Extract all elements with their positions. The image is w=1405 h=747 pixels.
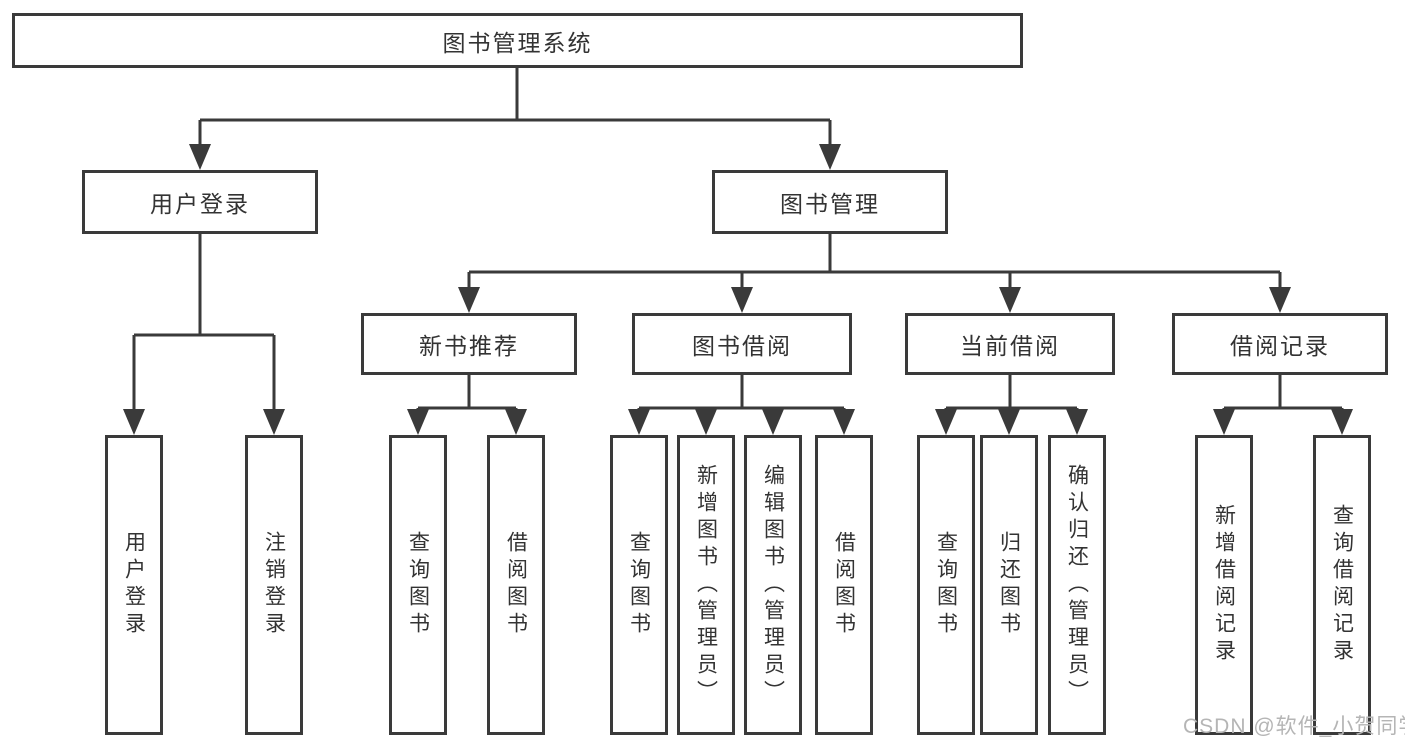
leaf-borrow-books-recommend-label: 借阅图书 bbox=[504, 531, 528, 639]
leaf-confirm-return-admin-label: 确认归还（管理员） bbox=[1065, 463, 1089, 707]
node-book-borrowing-label: 图书借阅 bbox=[692, 333, 792, 359]
node-new-book-recommend-label: 新书推荐 bbox=[419, 333, 519, 359]
node-user-login: 用户登录 bbox=[82, 170, 318, 234]
leaf-query-books-current-label: 查询图书 bbox=[934, 531, 958, 639]
leaf-add-books-admin-label: 新增图书（管理员） bbox=[694, 463, 718, 707]
leaf-query-books-borrowing: 查询图书 bbox=[610, 435, 668, 735]
node-root: 图书管理系统 bbox=[12, 13, 1023, 68]
leaf-user-login: 用户登录 bbox=[105, 435, 163, 735]
node-root-label: 图书管理系统 bbox=[442, 29, 593, 56]
leaf-edit-books-admin-label: 编辑图书（管理员） bbox=[761, 463, 785, 707]
leaf-user-login-label: 用户登录 bbox=[122, 531, 146, 639]
node-current-borrowing: 当前借阅 bbox=[905, 313, 1115, 375]
leaf-confirm-return-admin: 确认归还（管理员） bbox=[1048, 435, 1106, 735]
node-book-management-label: 图书管理 bbox=[780, 191, 880, 217]
leaf-add-borrow-record-label: 新增借阅记录 bbox=[1212, 504, 1236, 666]
leaf-borrow-books-recommend: 借阅图书 bbox=[487, 435, 545, 735]
leaf-query-books-recommend-label: 查询图书 bbox=[406, 531, 430, 639]
leaf-add-borrow-record: 新增借阅记录 bbox=[1195, 435, 1253, 735]
node-book-management: 图书管理 bbox=[712, 170, 948, 234]
arrowhead-icons bbox=[123, 144, 1353, 435]
leaf-logout-login: 注销登录 bbox=[245, 435, 303, 735]
leaf-return-books-label: 归还图书 bbox=[997, 531, 1021, 639]
leaf-return-books: 归还图书 bbox=[980, 435, 1038, 735]
node-borrowing-records-label: 借阅记录 bbox=[1230, 333, 1330, 359]
leaf-query-books-current: 查询图书 bbox=[917, 435, 975, 735]
leaf-logout-login-label: 注销登录 bbox=[262, 531, 286, 639]
leaf-query-books-recommend: 查询图书 bbox=[389, 435, 447, 735]
leaf-add-books-admin: 新增图书（管理员） bbox=[677, 435, 735, 735]
node-new-book-recommend: 新书推荐 bbox=[361, 313, 577, 375]
leaf-query-borrow-record-label: 查询借阅记录 bbox=[1330, 504, 1354, 666]
node-book-borrowing: 图书借阅 bbox=[632, 313, 852, 375]
leaf-edit-books-admin: 编辑图书（管理员） bbox=[744, 435, 802, 735]
node-borrowing-records: 借阅记录 bbox=[1172, 313, 1388, 375]
watermark: CSDN @软件_小贺同学 bbox=[1183, 715, 1405, 738]
node-user-login-label: 用户登录 bbox=[150, 191, 250, 217]
leaf-borrow-books-borrowing: 借阅图书 bbox=[815, 435, 873, 735]
leaf-query-borrow-record: 查询借阅记录 bbox=[1313, 435, 1371, 735]
leaf-query-books-borrowing-label: 查询图书 bbox=[627, 531, 651, 639]
leaf-borrow-books-borrowing-label: 借阅图书 bbox=[832, 531, 856, 639]
node-current-borrowing-label: 当前借阅 bbox=[960, 333, 1060, 359]
